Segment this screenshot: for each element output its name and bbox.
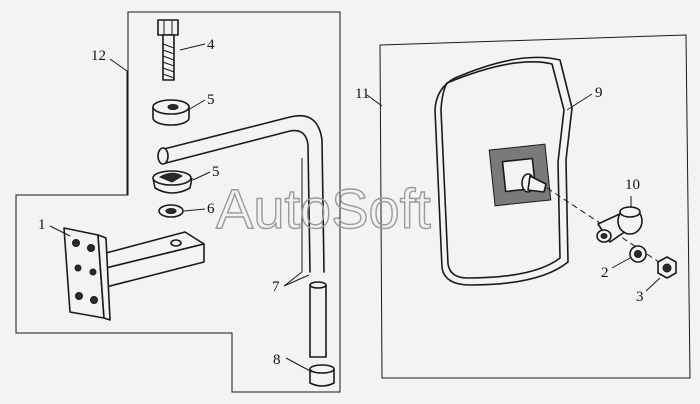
callout-7: 7 (272, 279, 280, 295)
end-cap (309, 364, 335, 387)
right-group-outline (379, 34, 691, 379)
callout-12: 12 (91, 48, 106, 64)
callout-9: 9 (595, 85, 603, 101)
callout-3: 3 (636, 289, 644, 305)
mirror-housing (434, 56, 573, 286)
washer-2 (629, 245, 647, 263)
spacer-washer-upper (152, 99, 190, 126)
clamp-fitting (596, 206, 643, 243)
callout-8: 8 (273, 352, 281, 368)
lower-tube-segment (309, 281, 327, 358)
nut-3 (657, 256, 677, 279)
callout-4: 4 (207, 37, 215, 53)
callout-1: 1 (38, 217, 46, 233)
callout-11: 11 (355, 86, 369, 102)
leader-lines (49, 43, 661, 373)
left-group-outline (15, 11, 341, 393)
callout-2: 2 (601, 265, 609, 281)
clamp-cup-lower (152, 170, 193, 194)
callout-5-lower: 5 (212, 164, 220, 180)
mirror-arm-tube (157, 115, 325, 273)
bolt-part (157, 19, 179, 81)
callout-10: 10 (625, 177, 640, 193)
callout-5-upper: 5 (207, 92, 215, 108)
bracket-part (63, 227, 205, 321)
washer-6 (158, 204, 184, 218)
watermark-text: AutoSoft (216, 177, 431, 240)
callout-6: 6 (207, 201, 215, 217)
